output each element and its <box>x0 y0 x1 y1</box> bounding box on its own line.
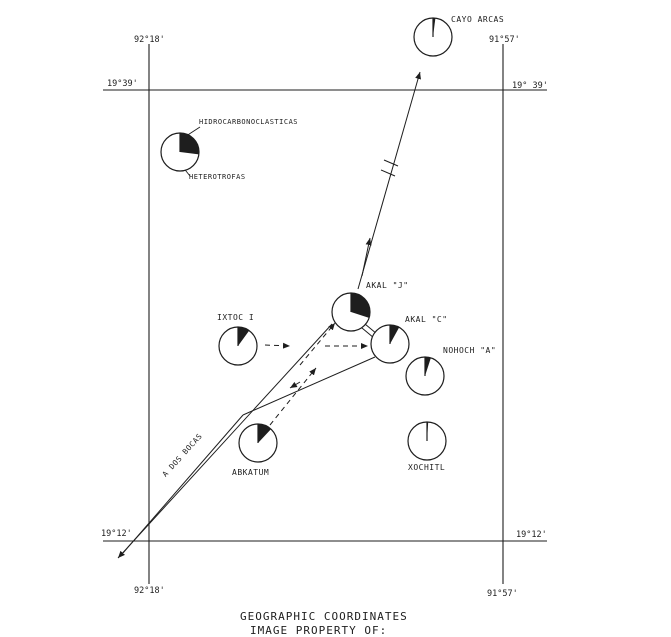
site-label-akal-c: AKAL "C" <box>405 315 448 324</box>
site-label-nohoch-a: NOHOCH "A" <box>443 346 497 355</box>
lon-label-top-left: 92°18' <box>134 35 165 45</box>
site-label-cayo-arcas: CAYO ARCAS <box>451 15 505 24</box>
site-markers <box>160 17 453 463</box>
pie-nohoch-a-slice <box>425 357 431 376</box>
site-label-abkatum: ABKATUM <box>232 468 270 477</box>
pie-akal-c-slice <box>390 325 400 344</box>
legend-label-heterotrofas: HETEROTROFAS <box>189 173 246 181</box>
lat-label-top-left: 19°39' <box>107 79 138 89</box>
legend-label-hidrocarbonoclasticas: HIDROCARBONOCLASTICAS <box>199 118 299 126</box>
caption-title: GEOGRAPHIC COORDINATES <box>240 610 408 623</box>
pie-xochitl <box>407 421 447 461</box>
site-label-ixtoc-i: IXTOC I <box>217 313 255 322</box>
route-to-cayo-arcas <box>357 71 421 290</box>
lon-label-top-right: 91°57' <box>489 35 520 45</box>
lon-label-bottom-right: 91°57' <box>487 589 518 599</box>
legend-pie <box>160 132 200 172</box>
pie-abkatum-slice <box>258 424 272 443</box>
legend-pie-slice <box>180 133 199 155</box>
pie-ixtoc-i-slice <box>238 327 250 346</box>
pie-cayo-arcas <box>413 17 453 57</box>
site-label-xochitl: XOCHITL <box>408 463 446 472</box>
site-label-akal-j: AKAL "J" <box>366 281 409 290</box>
pie-akal-j-slice <box>351 293 370 318</box>
lon-label-bottom-left: 92°18' <box>134 586 165 596</box>
map-frame <box>103 44 547 584</box>
break-mark <box>380 169 396 177</box>
pie-akal-j <box>331 292 371 332</box>
lat-label-bottom-right: 19°12' <box>516 530 547 540</box>
route-dos-bocas <box>117 323 376 559</box>
lat-label-top-right: 19° 39' <box>512 81 548 91</box>
caption-property: IMAGE PROPERTY OF: <box>250 624 388 637</box>
lat-label-bottom-left: 19°12' <box>101 529 132 539</box>
pie-akal-c <box>370 324 410 364</box>
pie-abkatum <box>238 423 278 463</box>
pie-ixtoc-i <box>218 326 258 366</box>
break-mark <box>383 159 399 167</box>
pie-nohoch-a <box>405 356 445 396</box>
dashed-flows <box>264 322 368 426</box>
